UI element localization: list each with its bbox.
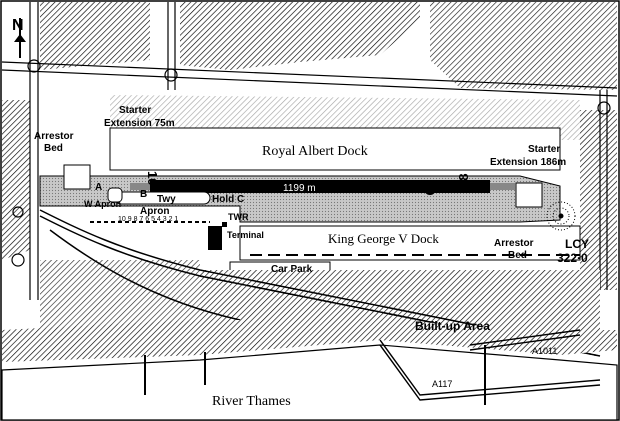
label-road-a1011: A1011 (532, 346, 557, 356)
river-bank-south (2, 320, 617, 362)
label-royal-albert-dock: Royal Albert Dock (262, 144, 368, 159)
label-runway-28: 28 (456, 174, 471, 188)
label-w-apron: W Apron (84, 199, 121, 209)
stand-b-area (107, 187, 123, 203)
label-hold-c: Hold C (212, 194, 244, 205)
king-george-v-dock (239, 225, 581, 261)
label-terminal: Terminal (227, 230, 264, 240)
land-north-east (430, 2, 617, 90)
land-west (2, 100, 30, 260)
arrestor-bed-west (63, 164, 91, 190)
label-twr: TWR (228, 212, 249, 222)
label-stand-b: B (140, 189, 147, 200)
a-roads (379, 329, 601, 401)
label-built-up-area: Built-up Area (415, 319, 490, 333)
north-label: N (12, 17, 24, 34)
label-road-a117: A117 (432, 379, 452, 389)
label-lcy-1: LCY (565, 237, 589, 251)
land-east (580, 110, 617, 290)
label-starter-ext-east-2: Extension 186m (490, 157, 566, 168)
tower (222, 222, 227, 227)
terminal-building (208, 226, 222, 250)
label-arrestor-west-1: Arrestor (34, 131, 74, 142)
label-starter-ext-east-1: Starter (528, 144, 560, 155)
label-apron: Apron (140, 206, 169, 217)
lcy-vor-symbol (546, 201, 576, 231)
railways (39, 209, 601, 357)
land-north-centre (180, 2, 420, 70)
land-north-west (40, 2, 150, 70)
label-car-park: Car Park (271, 264, 313, 275)
label-arrestor-east-1: Arrestor (494, 238, 534, 249)
label-arrestor-west-2: Bed (44, 143, 63, 154)
royal-albert-dock (109, 127, 561, 171)
label-stand-a: A (95, 182, 102, 193)
label-river-thames: River Thames (212, 394, 291, 409)
starter-extension-east (490, 183, 515, 190)
label-stand-numbers: 10 9 8 7 6 5 4 3 2 1 (118, 216, 178, 223)
label-starter-ext-west-2: Extension 75m (104, 118, 175, 129)
built-up-area-south-west (40, 260, 200, 330)
label-arrestor-east-2: Bed (508, 250, 527, 261)
river-thames (1, 344, 618, 421)
built-up-area-south (200, 270, 600, 330)
label-runway-length: 1199 m (283, 183, 316, 194)
label-lcy-2: 322·0 (557, 251, 588, 265)
label-starter-ext-west-1: Starter (119, 105, 151, 116)
label-king-george-v-dock: King George V Dock (328, 231, 439, 246)
arrestor-bed-east (515, 182, 543, 208)
label-runway-10: 10 (145, 171, 160, 185)
runway (150, 180, 490, 193)
starter-extension-west (130, 183, 150, 190)
runway-turn-pad (424, 183, 436, 195)
north-arrow: N (12, 17, 26, 58)
label-twy: Twy (157, 194, 176, 205)
roads-north (1, 2, 618, 300)
